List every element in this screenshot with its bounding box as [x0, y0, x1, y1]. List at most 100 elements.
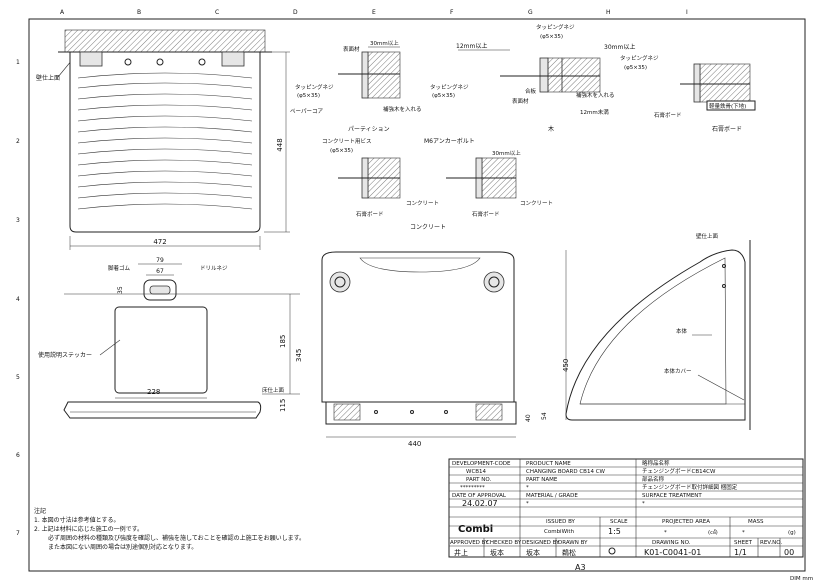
- grid-col-e: E: [372, 9, 376, 16]
- section-gypsum: タッピングネジ (φ5×35) 石膏ボード 軽量鉄骨(下地) 石膏ボード: [620, 54, 756, 133]
- tapping-screw-2-label: タッピングネジ: [536, 23, 575, 31]
- depth-30-label: 30mm以上: [370, 39, 399, 47]
- grid-row-5: 5: [16, 374, 20, 381]
- partition-title: パーティション: [348, 126, 390, 133]
- front-view: 壁仕上面 472 448: [36, 29, 290, 250]
- drawn-label: DRAWN BY: [558, 540, 588, 546]
- section-anchor-bolt: M6アンカーボルト 30mm以上 コンクリート 石膏ボード: [424, 137, 553, 218]
- side-wall-label: 壁仕上面: [696, 232, 719, 240]
- concrete-screw-size: (φ5×35): [330, 148, 353, 154]
- board-ribs: [77, 72, 253, 210]
- part-name-label: PART NAME: [526, 477, 558, 483]
- grid-col-b: B: [137, 9, 141, 16]
- wall-hatch: [64, 29, 266, 53]
- projection-symbol: [608, 547, 616, 555]
- grid-col-h: H: [606, 9, 611, 16]
- dev-code-value: WCB14: [466, 469, 487, 475]
- sheet-border: [28, 18, 806, 572]
- grid-row-6: 6: [16, 452, 20, 459]
- material-label: MATERIAL / GRADE: [526, 493, 578, 499]
- rev-value: 00: [784, 548, 794, 557]
- tapping-screw-3-label: タッピングネジ: [620, 54, 659, 62]
- depth-30c-label: 30mm以上: [492, 149, 521, 157]
- sheet-value: 1/1: [734, 548, 747, 557]
- combi-logo: Combi: [458, 524, 493, 535]
- wall-surface-label: 壁仕上面: [36, 74, 60, 82]
- dim-79: 79: [156, 257, 164, 264]
- dim-345: 345: [295, 349, 303, 362]
- sheet-label: SHEET: [734, 540, 753, 546]
- tapping-screw-1b-size: (φ5×35): [432, 93, 455, 99]
- grid-col-f: F: [450, 9, 454, 16]
- notes-line-4: また本図にない周囲の場合は別途個別対応となります。: [48, 543, 197, 551]
- plywood-label: 合板: [525, 87, 537, 95]
- mass-label: MASS: [748, 519, 764, 525]
- part-no-label: PART NO.: [466, 477, 491, 483]
- tapping-screw-3-size: (φ5×35): [624, 65, 647, 71]
- concrete-2-label: コンクリート: [520, 200, 553, 207]
- wood-title: 木: [548, 125, 554, 133]
- product-name-label: PRODUCT NAME: [526, 461, 571, 467]
- dim-35: 35: [117, 286, 124, 294]
- cover-label: 本体カバー: [664, 367, 692, 375]
- notes-title: 注記: [34, 507, 46, 515]
- surface-value: *: [642, 501, 645, 507]
- side-view: 壁仕上面 本体 本体カバー 450: [562, 232, 751, 430]
- issued-value: CombiWith: [544, 529, 575, 535]
- jp-part-label: 部品名称: [642, 475, 665, 483]
- dim-440: 440: [408, 440, 421, 448]
- drill-screw-label: ドリルネジ: [200, 265, 228, 272]
- issued-label: ISSUED BY: [546, 519, 576, 525]
- surface-label: SURFACE TREATMENT: [642, 493, 702, 499]
- dim-228: 228: [147, 388, 160, 396]
- floor-label: 床仕上面: [262, 386, 285, 394]
- designed-label: DESIGNED BY: [522, 540, 560, 546]
- part-name-value: *: [526, 485, 529, 491]
- checked-value: 坂本: [490, 548, 504, 557]
- mass-unit: (g): [788, 530, 796, 536]
- notes-line-2: 2. 上記は材料に応じた施工の一例です。: [34, 525, 143, 533]
- grid-row-labels: 1 2 3 4 5 6 7: [16, 59, 20, 537]
- approved-label: APPROVED BY: [450, 540, 489, 546]
- projected-unit: (㎠): [708, 528, 718, 536]
- surface-material-2-label: 表面材: [512, 97, 529, 105]
- drawing-no-value: K01-C0041-01: [644, 548, 701, 557]
- depth-12b-label: 12mm未満: [580, 108, 609, 116]
- concrete-screw-label: コンクリート用ビス: [322, 137, 372, 145]
- depth-12-label: 12mm以上: [456, 42, 487, 50]
- section-concrete-screw: コンクリート用ビス (φ5×35) コンクリート 石膏ボード コンクリート: [322, 137, 446, 231]
- drawn-value: 鵜松: [562, 548, 576, 557]
- dim-67: 67: [156, 268, 164, 275]
- tapping-screw-label: タッピングネジ: [295, 83, 334, 91]
- checked-label: CHECKED BY: [486, 540, 522, 546]
- rear-view: 440 40 54: [321, 251, 548, 448]
- jp-part-value: チェンジングボード取付詳細図 梱固定: [642, 483, 738, 491]
- tapping-screw-2-size: (φ5×35): [540, 34, 563, 40]
- mass-value: *: [742, 530, 745, 536]
- grid-col-g: G: [528, 9, 533, 16]
- depth-30b-label: 30mm以上: [604, 43, 635, 51]
- drawing-no-label: DRAWING NO.: [652, 540, 691, 546]
- approved-value: 井上: [454, 548, 468, 557]
- rubber-label: 脚着ゴム: [108, 264, 131, 272]
- date-value: 24.02.07: [462, 499, 498, 508]
- projected-label: PROJECTED AREA: [662, 519, 710, 525]
- tapping-screw-size: (φ5×35): [297, 93, 320, 99]
- width-472: 472: [153, 238, 166, 246]
- dim-40: 40: [525, 414, 532, 422]
- gypsum-board-label: 石膏ボード: [654, 111, 682, 119]
- hinge-left: [79, 51, 103, 67]
- section-paper-core: 表面材 30mm以上 タッピングネジ (φ5×35) ペーパーコア 補強木を入れ…: [290, 39, 422, 133]
- grid-row-4: 4: [16, 296, 20, 303]
- concrete-title: コンクリート: [410, 224, 446, 231]
- gypsum-title: 石膏ボード: [712, 125, 742, 133]
- material-value: *: [526, 501, 529, 507]
- designed-value: 坂本: [526, 548, 540, 557]
- jp-name-label: 略称品名称: [642, 459, 670, 467]
- dim-unit: DIM mm: [790, 576, 813, 582]
- grid-row-1: 1: [16, 59, 20, 66]
- dim-450: 450: [562, 359, 570, 372]
- reinforce-2-label: 補強木を入れる: [576, 91, 615, 99]
- grid-col-c: C: [215, 9, 219, 16]
